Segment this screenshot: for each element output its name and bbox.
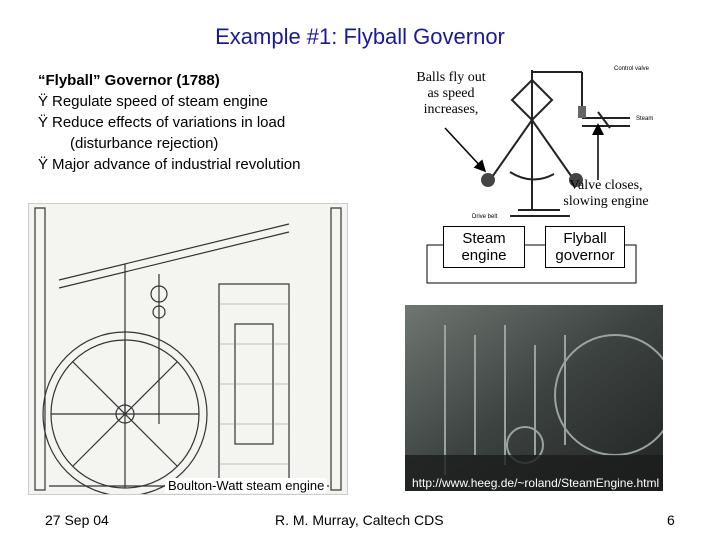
drive-belt-label: Drive belt [472,214,498,220]
steam-engine-photo [405,305,663,491]
arrow-to-flyball [444,127,487,173]
bullet-symbol: Ÿ [38,156,49,173]
steam-engine-block-label: Steam engine [461,230,507,264]
bullet-symbol: Ÿ [38,114,49,131]
footer-author: R. M. Murray, Caltech CDS [275,512,444,528]
flyball-governor-block-label: Flyball governor [555,230,615,264]
flyball-governor-block: Flyball governor [545,226,625,268]
bullet-text: Reduce effects of variations in load [52,114,286,131]
control-valve-label: Control valve [614,66,650,72]
engine-drawing-caption: Boulton-Watt steam engine [165,478,328,493]
steam-engine-block: Steam engine [443,226,525,268]
boulton-watt-engine-drawing [28,203,348,495]
bullet-symbol: Ÿ [38,93,49,110]
bullet-text: Regulate speed of steam engine [52,93,268,110]
slide-title: Example #1: Flyball Governor [215,24,505,49]
balls-fly-out-note: Balls fly out as speed increases, [416,70,486,117]
flyball-right [569,173,583,187]
feedback-loop-line [426,244,637,284]
steam-label: Steam [636,116,654,122]
bullet-text: Major advance of industrial revolution [52,156,301,173]
bullet-continuation: (disturbance rejection) [70,135,219,152]
governor-schematic [481,70,630,217]
bullet-heading: “Flyball” Governor (1788) [38,72,220,89]
footer-date: 27 Sep 04 [45,512,109,528]
photo-url-link[interactable]: http://www.heeg.de/~roland/SteamEngine.h… [412,476,660,490]
valve-closes-note: Valve closes, slowing engine [563,178,649,209]
flyball-left [481,173,495,187]
page-number: 6 [667,512,675,528]
